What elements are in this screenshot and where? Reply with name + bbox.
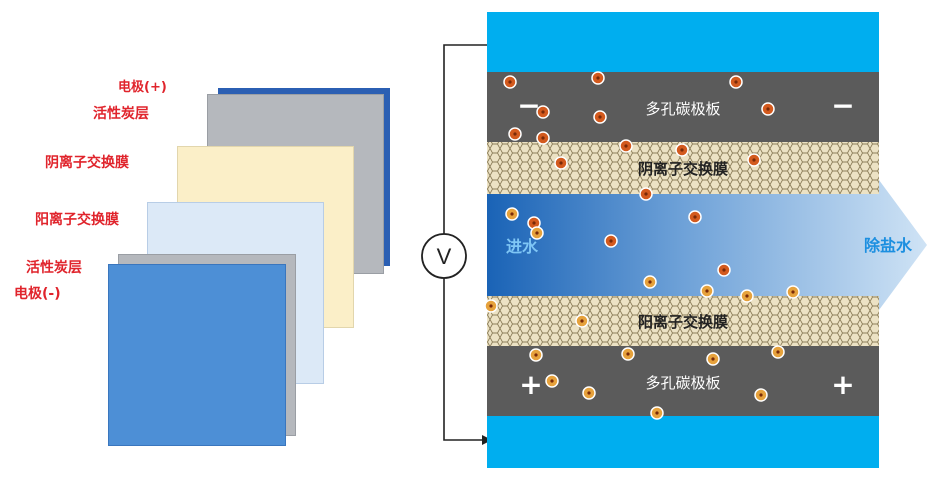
label-anion-membrane: 阴离子交换膜 bbox=[45, 155, 129, 171]
cation-ion-core bbox=[489, 304, 493, 308]
cation-ion-core bbox=[705, 289, 709, 293]
porous-plate-bottom-label: 多孔碳极板 bbox=[645, 374, 720, 392]
label-electrode-positive: 电极(+) bbox=[118, 80, 167, 95]
label-cation-membrane: 阳离子交换膜 bbox=[35, 212, 119, 228]
cation-ion-core bbox=[550, 379, 554, 383]
anion-ion-core bbox=[541, 110, 545, 114]
cation-ion-core bbox=[535, 231, 539, 235]
anion-ion-core bbox=[508, 80, 512, 84]
anion-ion-core bbox=[693, 215, 697, 219]
anion-ion-core bbox=[532, 221, 536, 225]
anion-ion-core bbox=[596, 76, 600, 80]
anion-ion-core bbox=[752, 158, 756, 162]
anion-ion-core bbox=[734, 80, 738, 84]
anion-ion-core bbox=[680, 148, 684, 152]
cation-ion-core bbox=[510, 212, 514, 216]
electrode-negative-sheet bbox=[108, 264, 286, 446]
water-channel bbox=[487, 180, 927, 310]
cation-ion-core bbox=[745, 294, 749, 298]
porous-carbon-plate-top bbox=[487, 72, 879, 142]
cation-ion-core bbox=[648, 280, 652, 284]
cation-membrane-label: 阳离子交换膜 bbox=[638, 313, 728, 331]
cation-ion-core bbox=[587, 391, 591, 395]
anion-ion-core bbox=[559, 161, 563, 165]
voltmeter bbox=[421, 233, 467, 279]
wire-top bbox=[443, 44, 487, 234]
current-collector-bottom bbox=[487, 416, 879, 468]
cation-ion-core bbox=[791, 290, 795, 294]
anion-ion-core bbox=[598, 115, 602, 119]
label-electrode-negative: 电极(-) bbox=[14, 286, 61, 302]
plus-sign-right: + bbox=[831, 368, 854, 401]
minus-sign-left: − bbox=[517, 89, 540, 122]
cation-ion-core bbox=[626, 352, 630, 356]
anion-ion-core bbox=[624, 144, 628, 148]
cation-ion-core bbox=[580, 319, 584, 323]
desalinated-water-label: 除盐水 bbox=[864, 236, 913, 255]
voltmeter-symbol: V bbox=[437, 244, 452, 269]
anion-ion-core bbox=[766, 107, 770, 111]
cation-ion-core bbox=[711, 357, 715, 361]
label-carbon-layer-bottom: 活性炭层 bbox=[26, 260, 82, 276]
anion-ion-core bbox=[513, 132, 517, 136]
plus-sign-left: + bbox=[519, 368, 542, 401]
cation-ion-core bbox=[534, 353, 538, 357]
anion-ion-core bbox=[541, 136, 545, 140]
feed-water-label: 进水 bbox=[506, 237, 539, 256]
minus-sign-right: − bbox=[831, 89, 854, 122]
current-collector-top bbox=[487, 12, 879, 72]
cation-ion-core bbox=[776, 350, 780, 354]
anion-ion-core bbox=[609, 239, 613, 243]
anion-membrane-label: 阴离子交换膜 bbox=[638, 160, 728, 178]
layer-stack: 电极(+) 活性炭层 阴离子交换膜 阳离子交换膜 活性炭层 电极(-) bbox=[0, 0, 420, 480]
anion-ion-core bbox=[644, 192, 648, 196]
cation-ion-core bbox=[655, 411, 659, 415]
cation-exchange-membrane bbox=[487, 296, 879, 346]
cation-ion-core bbox=[759, 393, 763, 397]
porous-plate-top-label: 多孔碳极板 bbox=[645, 100, 720, 118]
label-carbon-layer-top: 活性炭层 bbox=[93, 106, 149, 122]
ions bbox=[484, 71, 800, 420]
external-circuit bbox=[443, 44, 487, 441]
anion-ion-core bbox=[722, 268, 726, 272]
wire-bottom bbox=[443, 278, 482, 441]
